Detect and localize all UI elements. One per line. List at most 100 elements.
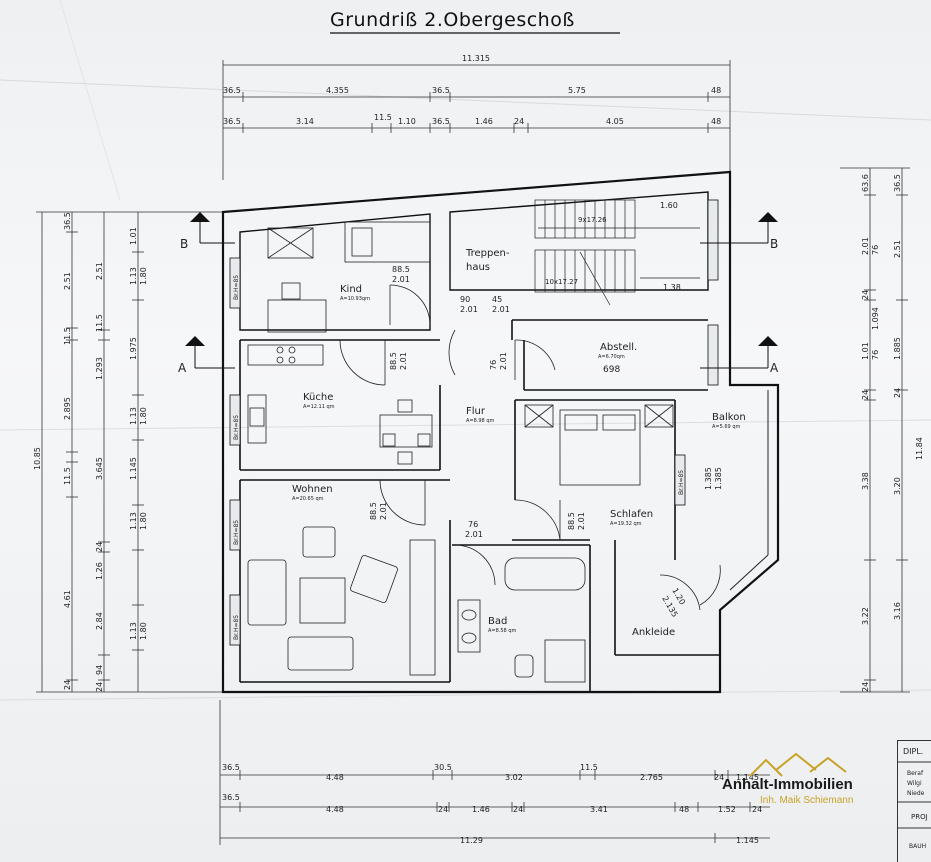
brh-label-5: Br.H=85 bbox=[678, 470, 685, 495]
dim-left2-7: 2.84 bbox=[95, 612, 104, 630]
room-schlafen-area: A=19.32 qm bbox=[610, 521, 642, 527]
room-flur-name: Flur bbox=[466, 406, 486, 417]
logo-owner-name: Inh. Maik Schiemann bbox=[760, 795, 854, 806]
dim-bot1-6: 2.765 bbox=[640, 773, 663, 782]
dim-left3-2: 1.13 bbox=[129, 267, 138, 285]
dim-right2-7: 3.16 bbox=[893, 602, 902, 620]
dim-left2-1: 2.51 bbox=[95, 262, 104, 280]
top-dimensions bbox=[222, 60, 731, 180]
staircase bbox=[534, 199, 700, 306]
stairs-width-2: 1.38 bbox=[663, 283, 681, 292]
dim-left-total: 10.85 bbox=[33, 447, 42, 470]
dim-left1-3: 11.5 bbox=[63, 327, 72, 345]
dim-bot2-8: 1.52 bbox=[718, 805, 736, 814]
dim-bot1-8: 1.145 bbox=[736, 773, 759, 782]
dim-top2-6: 1.46 bbox=[475, 117, 493, 126]
room-abstell-note: 698 bbox=[603, 365, 620, 375]
dim-top-3: 36.5 bbox=[432, 86, 450, 95]
room-bad-name: Bad bbox=[488, 616, 507, 627]
dim-left2-5: 1.26 bbox=[95, 562, 104, 580]
room-wohnen-name: Wohnen bbox=[292, 484, 333, 495]
logo-company-name: Anhalt-Immobilien bbox=[722, 776, 853, 793]
door-bad-w: 76 bbox=[468, 520, 478, 529]
dim-left3-3: 1.80 bbox=[139, 267, 148, 285]
stamp-line-1: DIPL. bbox=[903, 747, 923, 756]
stairs-width-1: 1.60 bbox=[660, 201, 678, 210]
dim-left2-8: 94 bbox=[95, 665, 104, 675]
dim-bot1-7: 24 bbox=[714, 773, 724, 782]
dim-top-total: 11.315 bbox=[462, 54, 490, 63]
dim-top-1: 36.5 bbox=[223, 86, 241, 95]
left-dimensions bbox=[36, 211, 230, 693]
door-wohnen-w: 88.5 bbox=[369, 502, 378, 520]
room-treppe-name2: haus bbox=[466, 262, 490, 273]
dim-left1-1: 36.5 bbox=[63, 212, 72, 230]
door-treppe2-h: 2.01 bbox=[492, 305, 510, 314]
room-abstell-area: A=6.70qm bbox=[598, 354, 625, 360]
door-kueche-h: 2.01 bbox=[399, 352, 408, 370]
door-abstell-h: 2.01 bbox=[499, 352, 508, 370]
section-a-left: A bbox=[178, 361, 187, 375]
dim-right2-5: 24 bbox=[893, 388, 902, 398]
room-kueche-name: Küche bbox=[303, 392, 333, 403]
dim-bot-total-2: 1.145 bbox=[736, 836, 759, 845]
dim-bot1-2: 4.48 bbox=[326, 773, 344, 782]
room-flur-area: A=8.98 qm bbox=[466, 418, 495, 424]
furniture bbox=[247, 221, 674, 683]
brh-label-2: Br.H=85 bbox=[233, 415, 240, 440]
plan-title: Grundriß 2.Obergeschoß bbox=[330, 9, 575, 31]
dim-top2-3: 11.5 bbox=[374, 113, 392, 122]
dim-left3-10: 1.13 bbox=[129, 622, 138, 640]
section-a-right: A bbox=[770, 361, 779, 375]
dim-top2-7: 24 bbox=[514, 117, 524, 126]
room-wohnen-area: A=20.65 qm bbox=[292, 496, 324, 502]
dim-right1-7: 3.22 bbox=[861, 607, 870, 625]
dim-bot2-3: 24 bbox=[438, 805, 448, 814]
dim-bot2-5: 24 bbox=[513, 805, 523, 814]
dim-right1-3: 24 bbox=[861, 290, 870, 300]
door-kind-w: 88.5 bbox=[392, 265, 410, 274]
door-kind-h: 2.01 bbox=[392, 275, 410, 284]
dim-bot2-9: 24 bbox=[752, 805, 762, 814]
door-schlafen-h: 2.01 bbox=[577, 512, 586, 530]
dim-left3-9: 1.80 bbox=[139, 512, 148, 530]
right-dimensions bbox=[840, 167, 910, 693]
dim-bot2-1: 36.5 bbox=[222, 793, 240, 802]
dim-bot1-1: 36.5 bbox=[222, 763, 240, 772]
doors bbox=[339, 284, 721, 611]
dim-left-mid: 3.645 bbox=[95, 457, 104, 480]
interior-walls bbox=[239, 319, 720, 692]
dim-right3-3: 11.84 bbox=[915, 437, 924, 460]
section-b-right: B bbox=[770, 237, 778, 251]
room-treppe-name1: Treppen- bbox=[465, 248, 510, 259]
dim-bot-total: 11.29 bbox=[460, 836, 483, 845]
dim-top2-1: 36.5 bbox=[223, 117, 241, 126]
dim-right2-4: 76 bbox=[871, 350, 880, 360]
room-schlafen-name: Schlafen bbox=[610, 509, 653, 520]
dim-left2-2: 11.5 bbox=[95, 314, 104, 332]
house-roofs-icon bbox=[749, 752, 847, 777]
dim-right1-1: 63.6 bbox=[861, 174, 870, 192]
title-block-frame: DIPL. Beraf Wilgi Niede PROJ BAUH bbox=[897, 740, 931, 862]
dim-top2-2: 3.14 bbox=[296, 117, 314, 126]
dim-right1-6: 3.38 bbox=[861, 472, 870, 490]
room-balkon-name: Balkon bbox=[712, 412, 746, 423]
dim-left1-7: 4.61 bbox=[63, 590, 72, 608]
dim-left3-6: 1.80 bbox=[139, 407, 148, 425]
dim-left1-8: 24 bbox=[63, 680, 72, 690]
dim-right1-5: 24 bbox=[861, 390, 870, 400]
room-ankleide-name: Ankleide bbox=[632, 627, 675, 638]
dim-top2-8: 4.05 bbox=[606, 117, 624, 126]
dim-bot1-3: 30.5 bbox=[434, 763, 452, 772]
company-logo: Anhalt-Immobilien Inh. Maik Schiemann bbox=[720, 752, 870, 822]
dim-bot2-4: 1.46 bbox=[472, 805, 490, 814]
dim-left1-5: 11.5 bbox=[63, 467, 72, 485]
dim-bot1-4: 3.02 bbox=[505, 773, 523, 782]
stamp-line-3: Wilgi bbox=[907, 780, 922, 787]
room-kind-name: Kind bbox=[340, 284, 362, 295]
dim-right2-1: 36.5 bbox=[893, 174, 902, 192]
dim-right3-2: 1.885 bbox=[893, 337, 902, 360]
room-kind-area: A=10.93qm bbox=[340, 296, 370, 302]
